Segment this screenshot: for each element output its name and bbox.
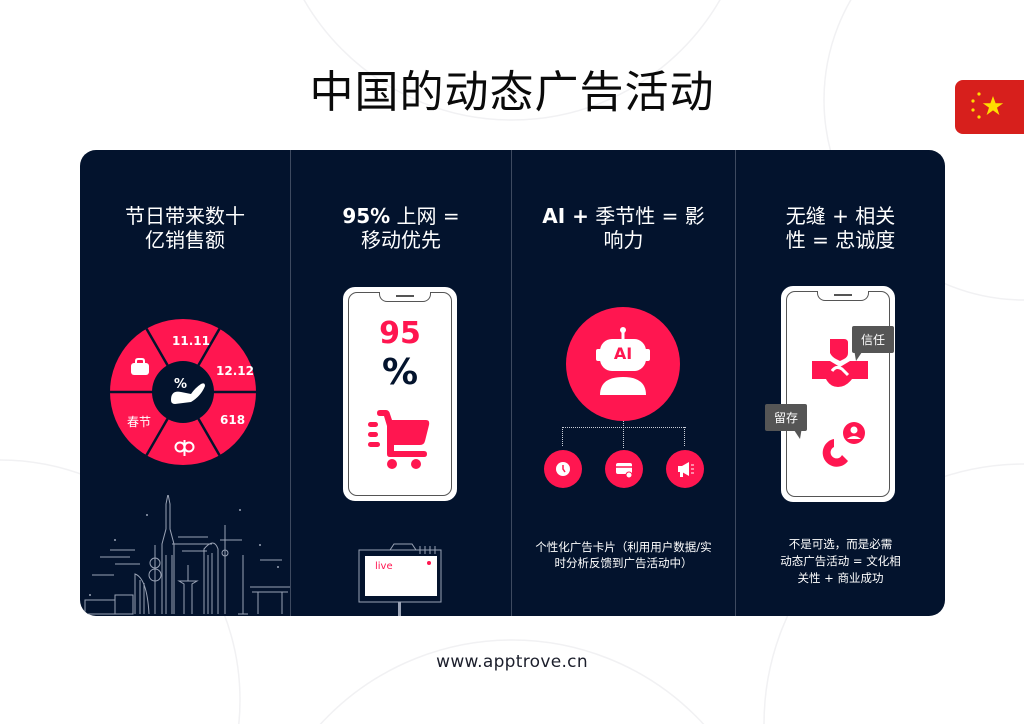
column-title: 95% 上网 = 移动优先 [342, 204, 460, 252]
megaphone-icon [666, 450, 704, 488]
billboard-live-label: live [375, 561, 393, 572]
column-divider [735, 150, 736, 616]
hand-discount-icon: % [171, 377, 205, 404]
column-title: 节日带来数十 亿销售额 [125, 204, 245, 252]
clock-icon [544, 450, 582, 488]
bubble-retention: 留存 [765, 404, 808, 431]
column-loyalty: 无缝 + 相关 性 = 忠诚度 信任 留存 不是可选，而是必需 动态广告活动 =… [736, 150, 945, 616]
column-divider [511, 150, 512, 616]
phone-mockup: 95 % [343, 287, 457, 501]
footer-url[interactable]: www.apptrove.cn [436, 652, 588, 672]
lantern-icon [174, 440, 195, 456]
shopping-bag-icon [131, 358, 149, 375]
magnet-user-icon [822, 422, 865, 467]
column-caption: 不是可选，而是必需 动态广告活动 = 文化相 关性 + 商业成功 [780, 537, 901, 585]
shopping-cart-icon [368, 410, 430, 469]
column-title: AI + 季节性 = 影 响力 [542, 204, 705, 252]
festival-wheel: % [110, 319, 256, 465]
live-billboard [358, 543, 442, 616]
stat-number: 95 [379, 316, 421, 351]
handshake-icon [812, 339, 868, 387]
page-title: 中国的动态广告活动 [309, 67, 715, 118]
china-flag-icon [955, 80, 1024, 134]
bubble-trust: 信任 [852, 326, 895, 353]
ai-robot-icon: AI [566, 307, 680, 421]
infographic-panel: 节日带来数十 亿销售额 % 11.11 12.12 618 春节 [80, 150, 945, 616]
segment-12-12: 12.12 [216, 364, 254, 378]
column-ai-seasonality: AI + 季节性 = 影 响力 AI 个性化广 [512, 150, 735, 616]
column-divider [290, 150, 291, 616]
svg-text:%: % [174, 377, 187, 392]
column-caption: 个性化广告卡片（利用用户数据/实 时分析反馈到广告活动中） [535, 540, 712, 570]
column-mobile-first: 95% 上网 = 移动优先 95 % live [291, 150, 511, 616]
stat-percent: % [381, 352, 419, 393]
column-festivals: 节日带来数十 亿销售额 % 11.11 12.12 618 春节 [80, 150, 290, 616]
column-title: 无缝 + 相关 性 = 忠诚度 [785, 204, 896, 252]
phone-mockup [781, 286, 895, 502]
ad-card-icon [605, 450, 643, 488]
segment-11-11: 11.11 [172, 334, 210, 348]
segment-spring-festival: 春节 [127, 415, 152, 429]
city-skyline-illustration [84, 495, 290, 615]
segment-618: 618 [220, 413, 246, 427]
